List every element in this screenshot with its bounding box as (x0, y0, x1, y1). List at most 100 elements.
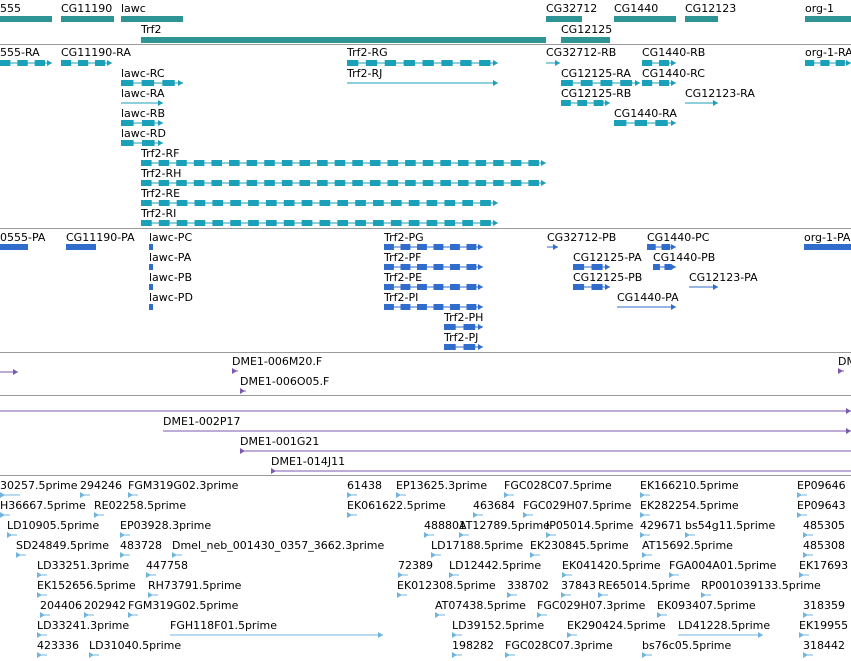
feature-label[interactable]: FGM319G02.3prime (128, 479, 239, 492)
feature-start-marker[interactable] (504, 492, 509, 498)
feature-exon[interactable] (573, 264, 585, 270)
feature-exon[interactable] (634, 120, 648, 126)
feature-strand-arrow[interactable] (605, 264, 610, 270)
feature-label[interactable]: 0555-PA (0, 231, 46, 244)
feature-label[interactable]: DME1-014J11 (271, 455, 346, 468)
feature-label[interactable]: RE65014.5prime (598, 579, 691, 592)
feature-exon[interactable] (480, 220, 491, 226)
feature-strand-arrow[interactable] (671, 80, 676, 86)
feature-exon[interactable] (463, 344, 476, 350)
feature-label[interactable]: CG1440-RA (614, 107, 677, 120)
feature-label[interactable]: Trf2-RH (141, 167, 182, 180)
feature-start-marker[interactable] (799, 632, 804, 638)
feature-exon[interactable] (400, 244, 411, 250)
feature-exon[interactable] (176, 220, 188, 226)
feature-exon[interactable] (176, 160, 187, 166)
feature-strand-arrow[interactable] (846, 428, 851, 434)
feature-strand-arrow[interactable] (107, 60, 112, 66)
feature-label[interactable]: lawc-PA (149, 251, 192, 264)
feature-block[interactable] (561, 37, 610, 43)
feature-exon[interactable] (158, 180, 170, 186)
feature-label[interactable]: bs54g11.5prime (685, 519, 776, 532)
feature-exon[interactable] (265, 220, 277, 226)
feature-label[interactable]: EK17693 (799, 559, 849, 572)
feature-label[interactable]: 202942 (84, 599, 126, 612)
feature-strand-arrow[interactable] (671, 60, 676, 66)
feature-start-marker[interactable] (37, 652, 42, 658)
feature-label[interactable]: lawc-RC (121, 67, 165, 80)
feature-exon[interactable] (466, 264, 477, 270)
feature-label[interactable]: CG12125-PA (573, 251, 642, 264)
feature-exon[interactable] (347, 60, 359, 66)
feature-label[interactable]: Trf2-RJ (347, 67, 383, 80)
feature-label[interactable]: 483728 (120, 539, 162, 552)
feature-label[interactable]: SD24849.5prime (16, 539, 109, 552)
feature-label[interactable]: 198282 (452, 639, 494, 652)
feature-label[interactable]: FGC028C07.5prime (504, 479, 612, 492)
feature-exon[interactable] (299, 160, 311, 166)
feature-exon[interactable] (121, 120, 134, 126)
feature-start-marker[interactable] (803, 552, 808, 558)
feature-exon[interactable] (158, 160, 170, 166)
feature-start-marker[interactable] (701, 592, 706, 598)
feature-exon[interactable] (561, 80, 573, 86)
feature-start-marker[interactable] (120, 532, 125, 538)
feature-exon[interactable] (142, 140, 155, 146)
feature-label[interactable]: FGM319G02.5prime (128, 599, 239, 612)
feature-exon[interactable] (577, 100, 588, 106)
feature-label[interactable]: lawc-PC (149, 231, 193, 244)
feature-exon[interactable] (141, 80, 155, 86)
feature-label[interactable]: RP001039133.5prime (701, 579, 821, 592)
feature-label[interactable]: CG11190-PA (66, 231, 135, 244)
feature-label[interactable]: EK012308.5prime (397, 579, 496, 592)
feature-label[interactable]: CG1440-PA (617, 291, 679, 304)
feature-block[interactable] (614, 16, 676, 22)
feature-exon[interactable] (593, 100, 604, 106)
feature-exon[interactable] (642, 60, 653, 66)
feature-label[interactable]: LD17188.5prime (431, 539, 524, 552)
feature-exon[interactable] (387, 160, 399, 166)
feature-exon[interactable] (480, 200, 491, 206)
feature-exon[interactable] (264, 180, 275, 186)
feature-start-marker[interactable] (84, 612, 89, 618)
feature-exon[interactable] (158, 220, 170, 226)
feature-exon[interactable] (444, 344, 456, 350)
feature-label[interactable]: org-1-PA (804, 231, 851, 244)
feature-start-marker[interactable] (669, 572, 674, 578)
feature-exon[interactable] (441, 60, 453, 66)
feature-label[interactable]: FGC028C07.3prime (505, 639, 613, 652)
feature-label[interactable]: CG32712-RB (546, 46, 617, 59)
feature-start-marker[interactable] (37, 632, 42, 638)
feature-strand-arrow[interactable] (555, 60, 560, 66)
feature-label[interactable]: 30257.5prime (0, 479, 78, 492)
feature-exon[interactable] (142, 120, 155, 126)
feature-exon[interactable] (246, 160, 258, 166)
feature-start-marker[interactable] (347, 512, 352, 518)
feature-exon[interactable] (334, 180, 346, 186)
feature-exon[interactable] (141, 220, 152, 226)
feature-exon[interactable] (212, 200, 224, 206)
feature-exon[interactable] (352, 160, 363, 166)
feature-exon[interactable] (299, 180, 311, 186)
feature-exon[interactable] (365, 60, 378, 66)
feature-exon[interactable] (466, 304, 477, 310)
feature-exon[interactable] (664, 264, 672, 270)
feature-exon[interactable] (493, 180, 504, 186)
feature-label[interactable]: 555-RA (0, 46, 40, 59)
feature-block[interactable] (61, 16, 114, 22)
feature-strand-arrow[interactable] (713, 100, 718, 106)
feature-exon[interactable] (384, 264, 394, 270)
feature-label[interactable]: FGH118F01.5prime (170, 619, 277, 632)
feature-start-marker[interactable] (271, 468, 276, 474)
feature-strand-arrow[interactable] (13, 369, 18, 375)
feature-start-marker[interactable] (459, 532, 464, 538)
feature-label[interactable]: FGC029H07.3prime (537, 599, 646, 612)
feature-start-marker[interactable] (507, 592, 512, 598)
feature-exon[interactable] (158, 200, 170, 206)
feature-block[interactable] (149, 284, 153, 290)
feature-exon[interactable] (211, 160, 222, 166)
feature-exon[interactable] (334, 160, 346, 166)
feature-exon[interactable] (450, 284, 460, 290)
feature-label[interactable]: CG11190-RA (61, 46, 131, 59)
feature-exon[interactable] (230, 200, 241, 206)
